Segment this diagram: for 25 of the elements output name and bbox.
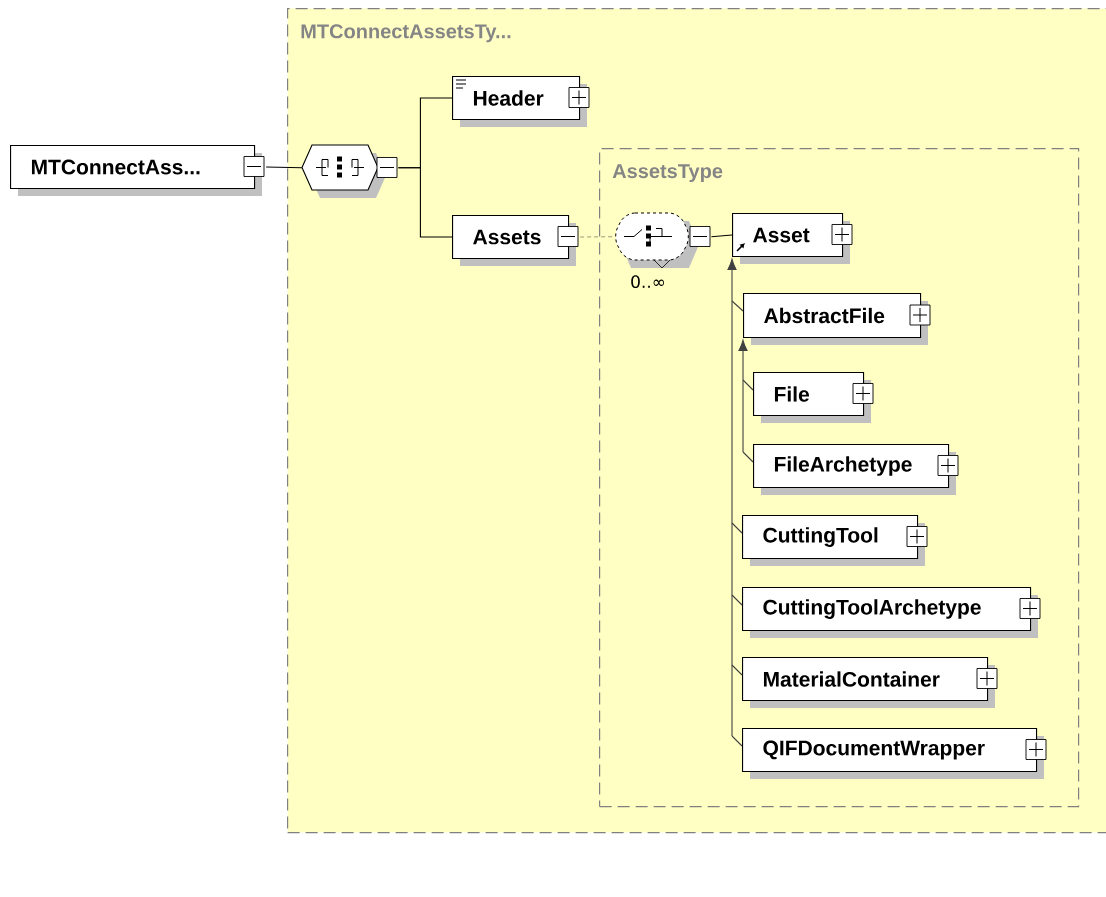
branch-line xyxy=(731,664,743,676)
element-box: CuttingTool xyxy=(742,515,925,566)
element-box: MTConnectAss... xyxy=(10,145,262,196)
occurrence-label: 0..∞ xyxy=(631,275,665,289)
element-box: Header xyxy=(452,76,587,127)
element-box: File xyxy=(753,372,871,423)
element-box: CuttingToolArchetype xyxy=(742,587,1038,638)
branch-line xyxy=(731,735,743,747)
branch-line xyxy=(742,451,754,463)
element-box: FileArchetype xyxy=(753,444,956,495)
connector-line xyxy=(265,166,303,169)
element-box: QIFDocumentWrapper xyxy=(742,728,1044,779)
connector-line xyxy=(397,167,453,238)
element-box: Asset xyxy=(732,213,850,264)
connector-line xyxy=(579,236,614,238)
element-box: AbstractFile xyxy=(743,293,928,345)
branch-line xyxy=(731,522,743,534)
element-box: MaterialContainer xyxy=(742,657,995,708)
connector-line xyxy=(710,234,733,238)
branch-line xyxy=(731,300,744,312)
element-box: Assets xyxy=(452,215,576,266)
branch-line xyxy=(731,594,743,606)
branch-line xyxy=(742,379,754,391)
inheritance-arrow xyxy=(727,258,737,737)
inheritance-arrow xyxy=(738,339,748,453)
